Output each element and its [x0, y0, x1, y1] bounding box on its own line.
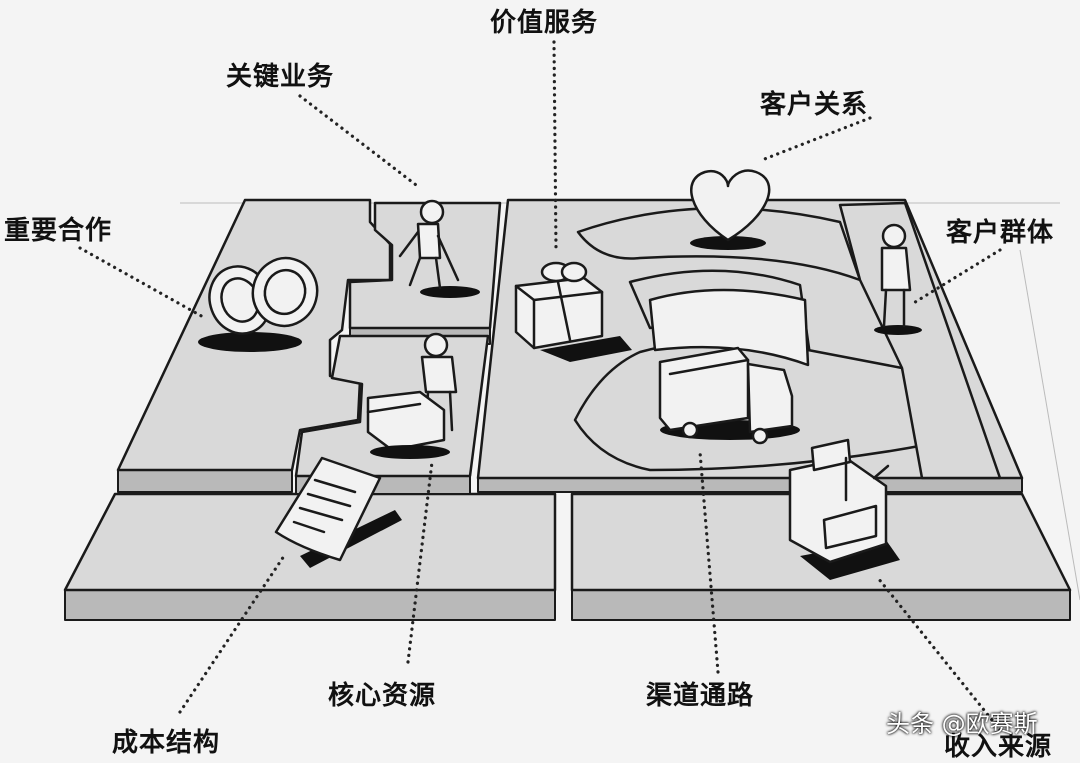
- receipt-paper-icon: [274, 456, 402, 568]
- heart-icon: [690, 169, 771, 250]
- gift-box-icon: [514, 261, 632, 362]
- cost-structure-label: 成本结构: [112, 728, 221, 758]
- revenue-streams-label: 收入来源: [944, 732, 1053, 762]
- delivery-truck-icon: [658, 346, 800, 445]
- interlocked-rings-icon: [198, 256, 319, 352]
- channels-label: 渠道通路: [646, 681, 755, 711]
- customer-segments-label: 客户群体: [946, 218, 1055, 248]
- key-activities-label: 关键业务: [226, 62, 335, 92]
- key-resources-label: 核心资源: [328, 681, 437, 711]
- watermark-text: 头条 @欧赛斯: [886, 710, 1038, 738]
- standing-person-icon: [874, 223, 922, 335]
- customer-relationships-label: 客户关系: [760, 90, 869, 120]
- key-partners-label: 重要合作: [4, 216, 113, 246]
- cash-register-icon: [788, 438, 900, 580]
- value-propositions-label: 价值服务: [490, 8, 599, 38]
- leader-lines: [78, 40, 1002, 732]
- person-digging-icon: [398, 199, 480, 298]
- customer-segments-block: [838, 201, 1002, 480]
- person-with-machine-icon: [366, 332, 458, 459]
